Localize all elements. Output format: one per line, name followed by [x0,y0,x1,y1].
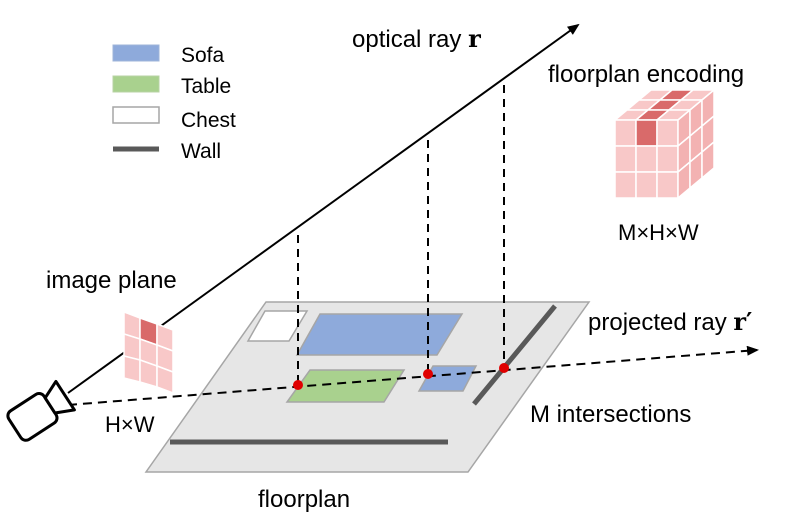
legend-label-table: Table [181,75,231,98]
optical-ray-prefix: optical ray [352,26,468,53]
cube-cell [614,171,637,199]
image-dims-label: H×W [105,412,155,437]
legend-swatch-sofa [112,44,160,62]
cube-cell [614,119,637,147]
projection-lines [297,85,505,386]
cube-cell-highlight [635,119,658,147]
wall-right [472,304,557,406]
image-plane-grid [123,310,174,395]
projected-ray-prefix: projected ray [588,309,733,336]
cube-cell [656,119,679,147]
sofa-object-small [417,365,478,392]
legend-label-sofa: Sofa [181,44,225,67]
image-plane-label: image plane [46,267,177,294]
cube-cell [656,145,679,173]
table-object [285,369,406,403]
intersection-points [293,363,509,390]
intersection-point-2 [423,369,433,379]
chest-object [246,310,309,342]
image-cell [123,355,141,383]
projected-ray-label: projected ray r′ [588,307,752,336]
cube-cell [656,171,679,199]
intersections-label: M intersections [530,401,691,428]
projected-ray-symbol: r′ [733,307,752,336]
floorplan-encoding-label: floorplan encoding [548,61,744,88]
legend: Sofa Table Chest Wall [112,44,236,163]
floorplan-encoding-cube [612,88,717,200]
floorplan-label: floorplan [258,486,350,513]
intersection-point-1 [293,380,303,390]
cube-cell [701,140,715,180]
intersection-point-3 [499,363,509,373]
sofa-object-large [295,313,464,356]
cube-cell [635,171,658,199]
legend-swatch-chest [112,106,160,124]
cube-cell [614,145,637,173]
cube-cell [635,145,658,173]
legend-label-wall: Wall [181,140,221,163]
projected-ray-arrow [67,345,759,406]
encoding-dims-label: M×H×W [618,220,699,245]
legend-swatch-table [112,75,160,93]
floorplan-plane [144,301,591,473]
optical-ray-label: optical ray r [352,24,481,53]
camera-icon [6,379,76,442]
optical-ray-symbol: r [468,24,481,53]
legend-label-chest: Chest [181,109,236,132]
image-cell [156,364,174,395]
